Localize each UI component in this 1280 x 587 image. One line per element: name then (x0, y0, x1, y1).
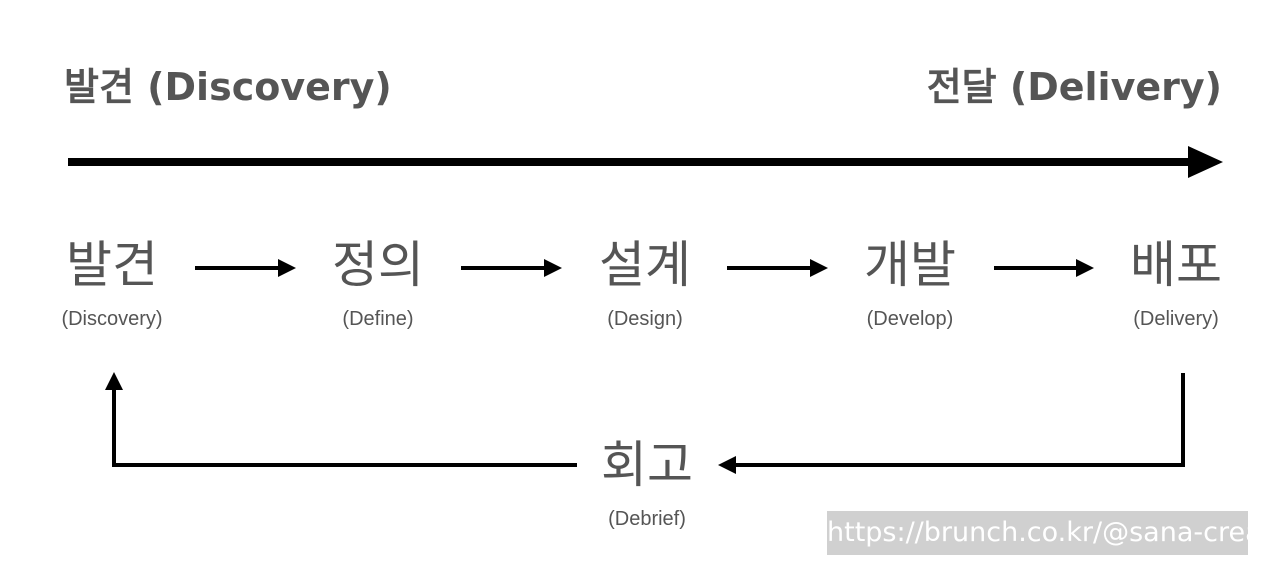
arrow-design-to-develop (727, 259, 828, 277)
stage-delivery-korean: 배포 (1130, 236, 1222, 294)
stage-debrief-korean: 회고 (601, 436, 693, 494)
arrow-develop-to-delivery (994, 259, 1094, 277)
header-delivery-label: 전달 (Delivery) (926, 65, 1222, 109)
stage-design-english: (Design) (607, 308, 683, 330)
stage-debrief: 회고 (Debrief) (547, 440, 747, 531)
stage-debrief-english: (Debrief) (608, 508, 686, 530)
stage-define-english: (Define) (342, 308, 414, 330)
arrow-discovery-to-define (195, 259, 296, 277)
stage-delivery: 배포 (Delivery) (1076, 240, 1276, 331)
stage-develop: 개발 (Develop) (810, 240, 1010, 331)
stage-develop-korean: 개발 (864, 236, 956, 294)
stage-design-korean: 설계 (599, 236, 691, 294)
stage-discovery: 발견 (Discovery) (12, 240, 212, 331)
header-discovery-label: 발견 (Discovery) (64, 65, 392, 109)
stage-discovery-korean: 발견 (66, 236, 158, 294)
stage-define-korean: 정의 (332, 236, 424, 294)
loop-arrow-debrief-to-discovery (105, 372, 577, 467)
stage-discovery-english: (Discovery) (61, 308, 163, 330)
arrow-define-to-design (461, 259, 562, 277)
loop-arrow-delivery-to-debrief (718, 373, 1185, 474)
stage-delivery-english: (Delivery) (1133, 308, 1219, 330)
timeline-arrow (68, 146, 1223, 178)
stage-design: 설계 (Design) (545, 240, 745, 331)
stage-develop-english: (Develop) (866, 308, 954, 330)
stage-define: 정의 (Define) (278, 240, 478, 331)
watermark-url: https://brunch.co.kr/@sana-create (827, 511, 1248, 555)
